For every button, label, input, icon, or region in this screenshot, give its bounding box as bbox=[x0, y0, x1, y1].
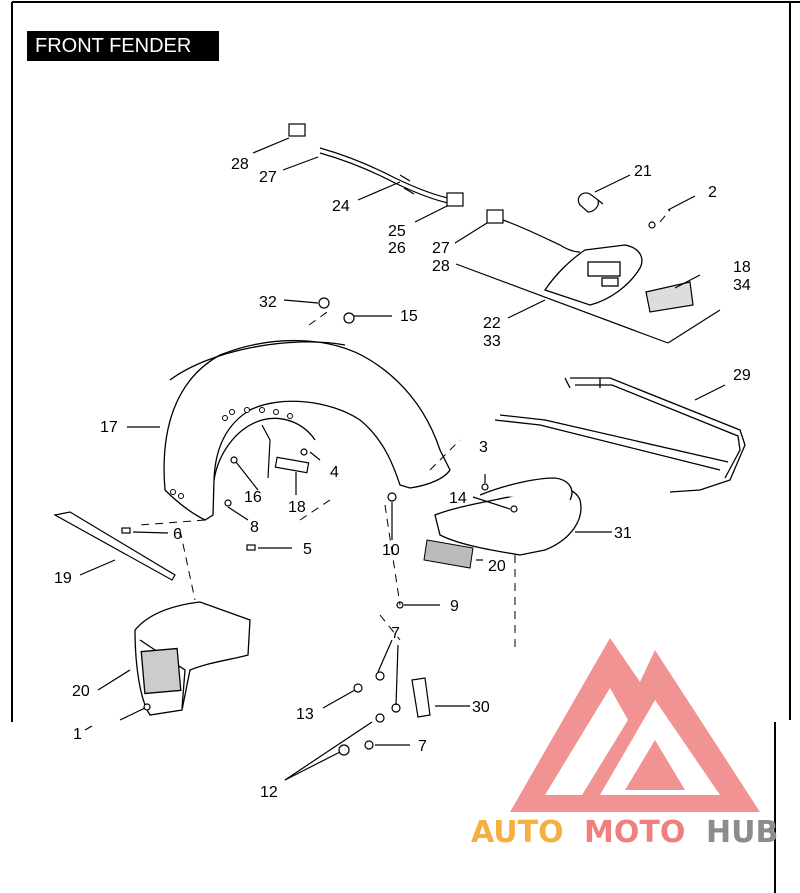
callout-28b: 28 bbox=[432, 258, 450, 275]
watermark-triangle-inner bbox=[545, 688, 628, 795]
callout-30: 30 bbox=[472, 699, 490, 716]
watermark-triangle-inner2 bbox=[600, 700, 720, 795]
bulb bbox=[577, 192, 604, 213]
callout-32: 32 bbox=[259, 294, 277, 311]
fender-holes bbox=[170, 407, 293, 499]
watermark-text-moto: MOTO bbox=[584, 815, 685, 850]
callout-19: 19 bbox=[54, 570, 72, 587]
watermark-text-auto: AUTO bbox=[471, 815, 564, 850]
callout-labels: 28 27 24 25 26 27 28 21 2 18 34 22 33 32… bbox=[54, 156, 751, 801]
taillight-base bbox=[434, 477, 582, 556]
trim-strip bbox=[53, 511, 176, 581]
mud-flap bbox=[134, 601, 251, 716]
callout-24: 24 bbox=[332, 198, 350, 215]
callout-18: 18 bbox=[733, 259, 751, 276]
reflector bbox=[423, 539, 474, 569]
hardware bbox=[121, 221, 656, 756]
watermark-text-hub: HUB bbox=[706, 815, 778, 850]
callout-15: 16 bbox=[244, 489, 262, 506]
callout-28a: 28 bbox=[231, 156, 249, 173]
callout-31: 31 bbox=[614, 525, 632, 542]
watermark-logo: AUTO MOTO HUB bbox=[471, 638, 778, 850]
luggage-rack bbox=[494, 377, 746, 493]
callout-25: 25 bbox=[388, 223, 406, 240]
leader-lines bbox=[79, 137, 726, 781]
callout-22: 21 bbox=[634, 163, 652, 180]
callout-34: 34 bbox=[733, 277, 751, 294]
bracket bbox=[411, 677, 431, 718]
assembly-lines bbox=[139, 209, 671, 650]
fender-shape bbox=[163, 339, 451, 521]
callout-12: 13 bbox=[296, 706, 314, 723]
lamp-housing bbox=[543, 244, 643, 306]
callout-21: 20 bbox=[488, 558, 506, 575]
callout-20: 20 bbox=[72, 683, 90, 700]
callout-23: 22 bbox=[483, 315, 501, 332]
callout-5: 5 bbox=[303, 541, 312, 558]
callout-27a: 27 bbox=[259, 169, 277, 186]
callout-14: 15 bbox=[400, 308, 418, 325]
callout-7a: 7 bbox=[391, 625, 400, 642]
callout-2: 2 bbox=[708, 184, 717, 201]
frame bbox=[11, 1, 800, 893]
callout-6: 6 bbox=[173, 526, 182, 543]
callout-10: 10 bbox=[382, 542, 400, 559]
diagram-title: FRONT FENDER bbox=[27, 31, 219, 61]
callout-11: 12 bbox=[260, 784, 278, 801]
callout-33: 33 bbox=[483, 333, 501, 350]
watermark-triangle-core bbox=[625, 740, 685, 790]
callout-4: 4 bbox=[330, 464, 339, 481]
callout-9: 9 bbox=[450, 598, 459, 615]
callout-27b: 27 bbox=[432, 240, 450, 257]
callout-26: 26 bbox=[388, 240, 406, 257]
lens bbox=[645, 281, 694, 313]
callout-3: 3 bbox=[479, 439, 488, 456]
callout-13: 14 bbox=[449, 490, 467, 507]
callout-8: 8 bbox=[250, 519, 259, 536]
callout-1: 1 bbox=[73, 726, 82, 743]
callout-16: 17 bbox=[100, 419, 118, 436]
callout-17: 18 bbox=[288, 499, 306, 516]
callout-29: 29 bbox=[733, 367, 751, 384]
wiring-harness bbox=[288, 123, 581, 253]
callout-7b: 7 bbox=[418, 738, 427, 755]
